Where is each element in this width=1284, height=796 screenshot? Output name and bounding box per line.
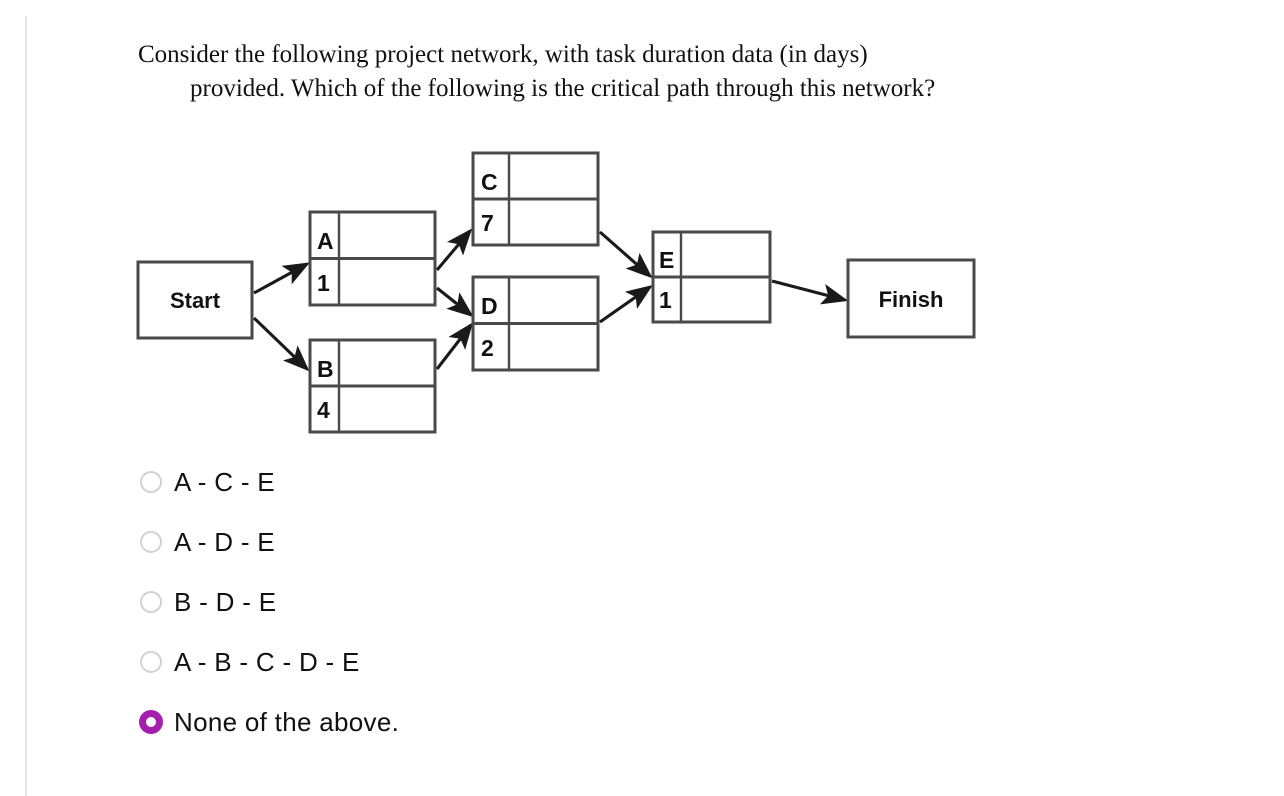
edge-e-to-finish [771,279,849,305]
radio-button-a-b-c-d-e[interactable] [140,651,162,673]
node-c: C 7 [471,151,600,247]
edge-start-to-a [253,262,310,295]
node-a-label: A [317,228,334,254]
node-d-label: D [481,293,498,319]
edge-c-to-e [598,230,653,279]
answer-options-group[interactable]: A - C - E A - D - E B - D - E A - B - C … [140,452,840,752]
node-a: A 1 [308,210,437,307]
node-b: B 4 [308,338,437,434]
node-c-duration: 7 [481,210,494,236]
node-finish-label: Finish [879,287,944,312]
node-a-duration: 1 [317,270,330,296]
radio-button-none-of-the-above[interactable] [140,711,162,733]
option-row-a-d-e[interactable]: A - D - E [140,512,840,572]
project-network-diagram: Start A 1 B 4 C 7 [136,151,976,434]
edge-a-to-c [435,228,473,272]
left-gutter-rule [25,16,27,796]
node-e-duration: 1 [659,287,672,313]
node-d-duration: 2 [481,335,494,361]
option-label-a-b-c-d-e: A - B - C - D - E [174,646,360,677]
node-c-label: C [481,169,498,195]
radio-button-a-d-e[interactable] [140,531,162,553]
edge-start-to-b [252,316,310,372]
node-b-duration: 4 [317,397,330,423]
radio-button-a-c-e[interactable] [140,471,162,493]
edge-b-to-d [435,322,474,370]
option-label-none-of-the-above: None of the above. [174,706,400,737]
radio-button-b-d-e[interactable] [140,591,162,613]
edge-a-to-d [436,286,474,318]
question-stem: Consider the following project network, … [138,38,1018,106]
node-b-label: B [317,356,334,382]
option-row-a-b-c-d-e[interactable]: A - B - C - D - E [140,632,840,692]
option-row-none-of-the-above[interactable]: None of the above. [140,692,840,752]
node-e-label: E [659,247,674,273]
node-d: D 2 [471,275,600,372]
option-label-a-d-e: A - D - E [174,526,275,557]
network-edges [252,228,849,372]
question-stem-line-rest: provided. Which of the following is the … [190,75,936,102]
option-row-a-c-e[interactable]: A - C - E [140,452,840,512]
option-label-a-c-e: A - C - E [174,466,275,497]
question-stem-line-1: Consider the following project network, … [138,41,868,68]
option-row-b-d-e[interactable]: B - D - E [140,572,840,632]
node-start: Start [136,260,254,340]
option-label-b-d-e: B - D - E [174,586,277,617]
edge-d-to-e [599,285,653,324]
node-start-label: Start [170,288,221,313]
node-e: E 1 [651,230,772,324]
node-finish: Finish [846,258,976,339]
